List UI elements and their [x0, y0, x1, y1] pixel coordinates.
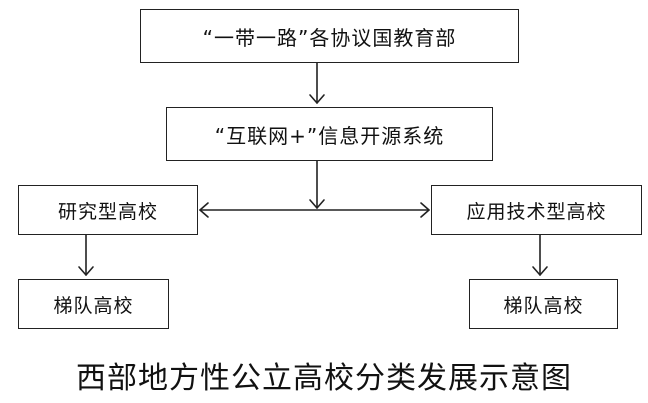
node-label: “一带一路”各协议国教育部: [202, 25, 457, 50]
arrow-right-to-bottom-right: [532, 234, 548, 276]
arrow-left-right-double: [199, 202, 430, 218]
node-open-source-system: “互联网+”信息开源系统: [166, 107, 493, 161]
node-research-universities: 研究型高校: [18, 185, 198, 235]
node-tier-universities-right: 梯队高校: [469, 279, 618, 329]
node-label: 梯队高校: [503, 294, 584, 317]
diagram-caption: 西部地方性公立高校分类发展示意图: [76, 361, 572, 396]
node-label: 梯队高校: [53, 294, 134, 317]
node-applied-tech-universities: 应用技术型高校: [431, 185, 642, 235]
node-label: 研究型高校: [57, 200, 158, 223]
node-ministries-of-education: “一带一路”各协议国教育部: [140, 9, 519, 63]
node-label: 应用技术型高校: [466, 200, 607, 223]
arrow-top-to-middle: [309, 62, 325, 104]
arrow-middle-to-connector: [309, 160, 325, 209]
arrow-left-to-bottom-left: [78, 234, 94, 276]
node-label: “互联网+”信息开源系统: [214, 123, 445, 148]
node-tier-universities-left: 梯队高校: [18, 279, 169, 329]
